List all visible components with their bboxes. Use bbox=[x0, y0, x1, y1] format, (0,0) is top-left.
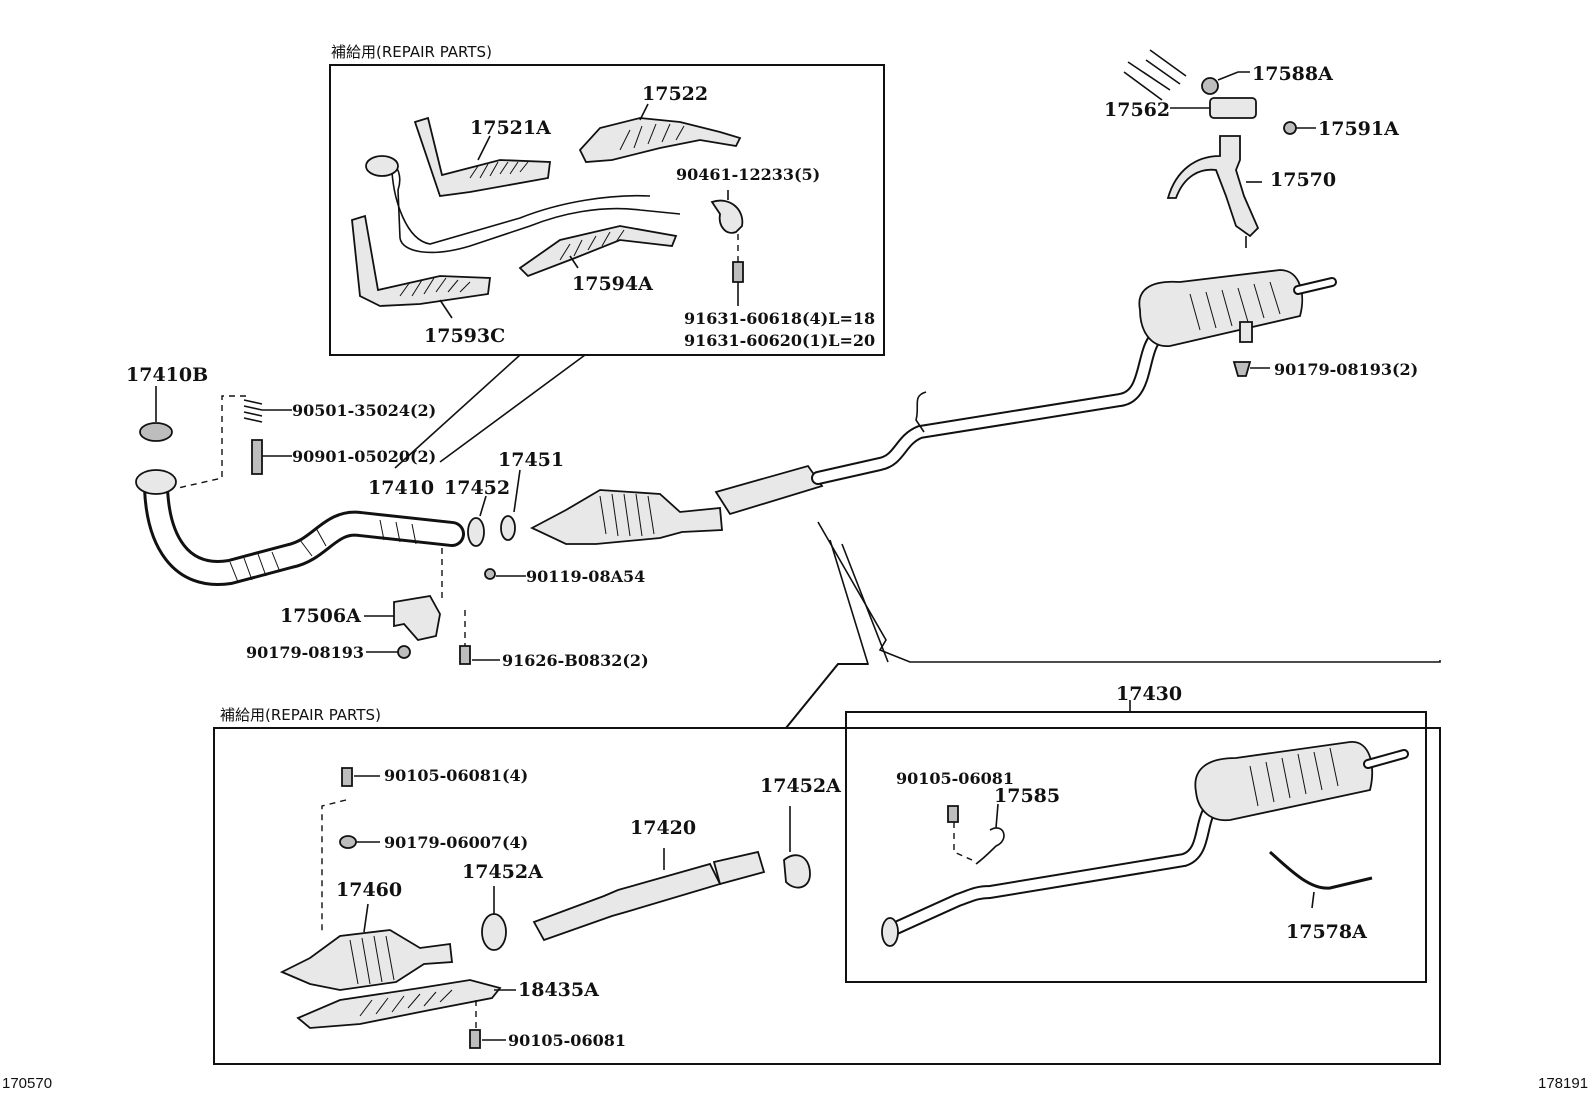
label-17588a: 17588A bbox=[1252, 63, 1333, 85]
gasket-17410b-icon bbox=[139, 422, 173, 442]
bolt-90901-icon bbox=[251, 439, 263, 475]
tailpipe-box-17430 bbox=[845, 700, 1427, 983]
bolt-91631-icon bbox=[732, 261, 744, 283]
bolt-90105-icon bbox=[341, 767, 353, 787]
gasket-17452a-mid-icon bbox=[481, 913, 507, 951]
label-17452a-mid: 17452A bbox=[462, 861, 543, 883]
catalytic-converter-17460 bbox=[279, 929, 453, 991]
label-91631-b: 91631-60620(1)L=20 bbox=[684, 331, 875, 350]
center-muffler bbox=[714, 464, 824, 516]
label-17460: 17460 bbox=[336, 879, 402, 901]
label-17506a: 17506A bbox=[280, 605, 361, 627]
label-90461: 90461-12233(5) bbox=[676, 165, 820, 184]
label-91631-a: 91631-60618(4)L=18 bbox=[684, 309, 875, 328]
label-90901: 90901-05020(2) bbox=[292, 447, 436, 466]
clamp-17585-icon bbox=[975, 827, 1005, 865]
label-18435a: 18435A bbox=[518, 979, 599, 1001]
nut-90179-06007-icon bbox=[339, 835, 357, 849]
bolt-90105-b-icon bbox=[469, 1029, 481, 1049]
label-17430: 17430 bbox=[1116, 683, 1182, 705]
label-17594a: 17594A bbox=[572, 273, 653, 295]
bracket-17506a-icon bbox=[393, 595, 441, 641]
label-17591a: 17591A bbox=[1318, 118, 1399, 140]
label-17521a: 17521A bbox=[470, 117, 551, 139]
rear-muffler-17430 bbox=[1194, 741, 1374, 822]
label-17578a: 17578A bbox=[1286, 921, 1367, 943]
insulator-17522 bbox=[578, 117, 742, 163]
front-flange-icon bbox=[135, 469, 177, 495]
label-17562: 17562 bbox=[1104, 99, 1170, 121]
label-17593c: 17593C bbox=[424, 325, 505, 347]
repair-parts-title-top: 補給用(REPAIR PARTS) bbox=[331, 43, 492, 61]
label-90179-front: 90179-08193 bbox=[246, 643, 364, 662]
insulator-17593c bbox=[351, 214, 492, 307]
hanger-group bbox=[1123, 49, 1316, 248]
label-17585: 17585 bbox=[994, 785, 1060, 807]
bolt-91626-icon bbox=[459, 645, 471, 665]
main-muffler bbox=[1138, 269, 1304, 347]
bracket-17570-icon bbox=[1166, 135, 1260, 238]
label-17452a-top: 17452A bbox=[760, 775, 841, 797]
gasket-17452a-top-icon bbox=[783, 854, 811, 889]
repair-parts-box-top: 補給用(REPAIR PARTS) bbox=[329, 43, 885, 469]
spring-90501-icon bbox=[243, 399, 263, 423]
label-17451: 17451 bbox=[498, 449, 564, 471]
insulator-17521a bbox=[413, 116, 552, 197]
corner-code-left: 170570 bbox=[2, 1075, 52, 1092]
label-90105-bottom: 90105-06081 bbox=[508, 1031, 626, 1050]
bolt-90105-c-icon bbox=[947, 805, 959, 823]
corner-code-right: 178191 bbox=[1538, 1075, 1588, 1092]
label-17410: 17410 bbox=[368, 477, 434, 499]
label-17522: 17522 bbox=[642, 83, 708, 105]
gasket-17452-icon bbox=[467, 517, 485, 547]
label-91626: 91626-B0832(2) bbox=[502, 651, 649, 670]
nut-17588a-icon bbox=[1201, 77, 1219, 95]
repair-parts-box-bottom: 補給用(REPAIR PARTS) bbox=[213, 663, 1441, 1065]
bolt-90119-icon bbox=[484, 568, 496, 580]
nut-17591a-icon bbox=[1283, 121, 1297, 135]
center-pipe-17420 bbox=[532, 862, 722, 942]
label-90105-top: 90105-06081(4) bbox=[384, 766, 528, 785]
callout-labels: 17521A 17522 90461-12233(5) 17594A 91631… bbox=[126, 63, 1418, 1050]
cushion-17562-icon bbox=[1209, 97, 1257, 119]
label-17452: 17452 bbox=[444, 477, 510, 499]
flange-icon bbox=[365, 155, 399, 177]
nut-90179-rear-icon bbox=[1232, 361, 1252, 377]
nut-90179-icon bbox=[397, 645, 411, 659]
label-90105-right: 90105-06081 bbox=[896, 769, 1014, 788]
label-90179-rear: 90179-08193(2) bbox=[1274, 360, 1418, 379]
label-17570: 17570 bbox=[1270, 169, 1336, 191]
repair-parts-title-bottom: 補給用(REPAIR PARTS) bbox=[220, 706, 381, 724]
label-90501: 90501-35024(2) bbox=[292, 401, 436, 420]
label-90179-06007: 90179-06007(4) bbox=[384, 833, 528, 852]
clamp-90461-icon bbox=[710, 199, 744, 234]
ring-17451-icon bbox=[500, 515, 516, 541]
label-90119: 90119-08A54 bbox=[526, 567, 645, 586]
label-17420: 17420 bbox=[630, 817, 696, 839]
insulator-17594a bbox=[518, 225, 678, 278]
band-17578a-icon bbox=[1268, 850, 1373, 890]
label-17410b: 17410B bbox=[126, 364, 208, 386]
